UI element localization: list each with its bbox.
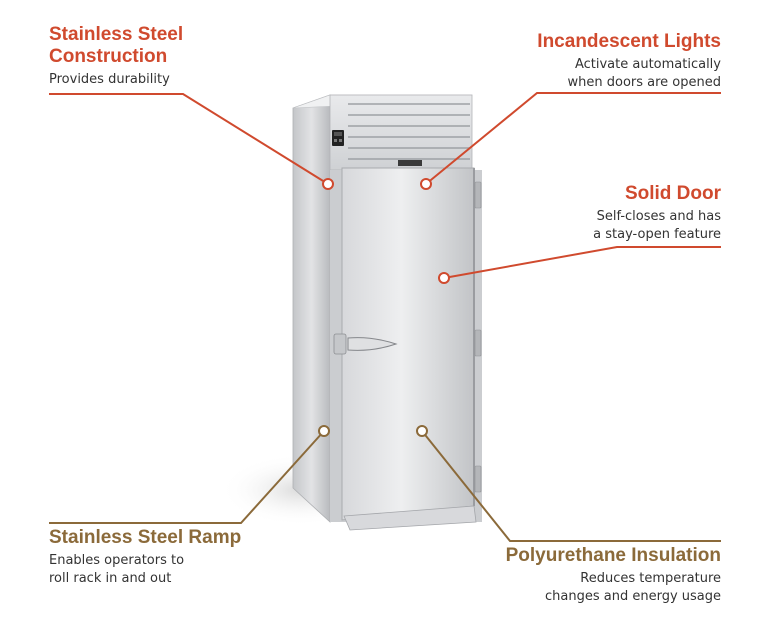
leader-line-lights xyxy=(425,92,721,185)
callout-description-line: changes and energy usage xyxy=(545,589,721,604)
callout-title-line: Stainless Steel xyxy=(49,24,184,45)
stainless-ramp xyxy=(343,505,477,531)
callout-description-line: Activate automatically xyxy=(574,57,721,72)
dot-steel xyxy=(322,178,334,190)
door-handle-icon xyxy=(333,333,398,355)
callout-lines xyxy=(49,92,721,542)
callout-description: Activate automatically when doors are op… xyxy=(421,56,722,92)
callout-description: Self-closes and has a stay-open feature xyxy=(421,208,721,244)
header-louvres xyxy=(348,103,470,160)
callout-description-line: Self-closes and has xyxy=(596,209,721,224)
leader-line-door xyxy=(443,246,721,279)
cabinet-header xyxy=(329,94,473,171)
callout-description-line: Enables operators to xyxy=(49,553,185,568)
callout-polyurethane-insulation: Polyurethane Insulation Reduces temperat… xyxy=(401,545,721,606)
callout-title: Incandescent Lights xyxy=(537,31,721,52)
callout-description: Enables operators to roll rack in and ou… xyxy=(49,552,309,588)
callout-description-line: Reduces temperature xyxy=(580,571,721,586)
control-panel-icon xyxy=(332,130,344,146)
callout-incandescent-lights: Incandescent Lights Activate automatical… xyxy=(421,31,721,92)
callout-title-line: Construction xyxy=(49,46,168,67)
callout-title: Solid Door xyxy=(624,183,721,204)
callout-title: Stainless Steel Construction xyxy=(49,24,289,68)
callout-dots xyxy=(318,178,450,437)
door-hinges xyxy=(474,181,482,493)
callout-title: Polyurethane Insulation xyxy=(505,545,721,566)
leader-line-steel xyxy=(49,93,329,185)
leader-line-ramp xyxy=(49,430,325,524)
callout-description: Provides durability xyxy=(49,72,170,87)
dot-lights xyxy=(420,178,432,190)
callout-description-line: a stay-open feature xyxy=(593,227,721,242)
callout-solid-door: Solid Door Self-closes and has a stay-op… xyxy=(421,183,721,244)
callout-stainless-ramp: Stainless Steel Ramp Enables operators t… xyxy=(49,527,309,588)
leader-line-insulation xyxy=(421,430,721,542)
callout-description-line: roll rack in and out xyxy=(49,571,172,586)
callout-title: Stainless Steel Ramp xyxy=(49,527,242,548)
dot-insulation xyxy=(416,425,428,437)
dot-door xyxy=(438,272,450,284)
dot-ramp xyxy=(318,425,330,437)
callout-stainless-construction: Stainless Steel Construction Provides du… xyxy=(49,24,289,89)
brand-badge xyxy=(398,160,422,166)
callout-description: Reduces temperature changes and energy u… xyxy=(401,570,721,606)
callout-description-line: when doors are opened xyxy=(567,75,722,90)
